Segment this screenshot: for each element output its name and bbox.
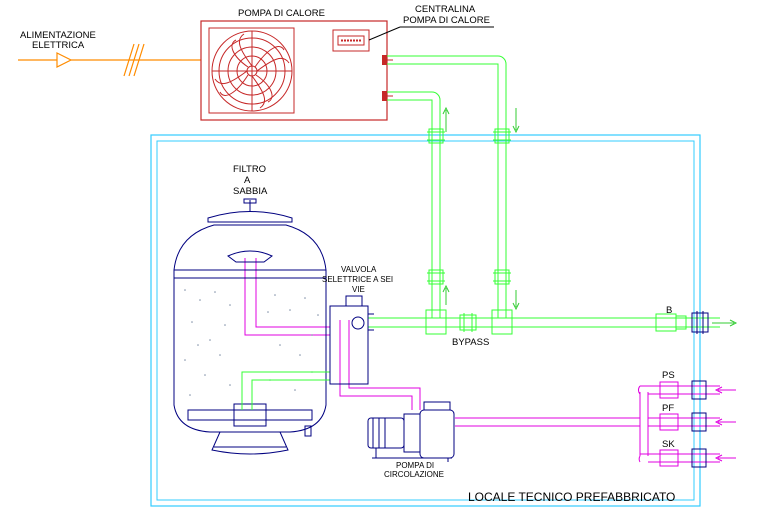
- valve-label-2: SELETTRICE A SEI: [322, 275, 393, 284]
- power-line: [18, 43, 201, 77]
- circulation-pump: [367, 401, 455, 462]
- room-label: LOCALE TECNICO PREFABBRICATO: [468, 490, 675, 504]
- sand-filter: [173, 198, 327, 455]
- bypass-label: BYPASS: [452, 337, 489, 348]
- controller-label-2: POMPA DI CALORE: [403, 15, 490, 26]
- filter-label-1: FILTRO: [233, 164, 266, 175]
- port-pf-label: PF: [662, 403, 674, 414]
- suction-pipes: [244, 258, 720, 468]
- valve-label-1: VALVOLA: [341, 265, 377, 274]
- power-supply-label-2: ELETTRICA: [32, 40, 85, 51]
- heat-pump-unit: [200, 20, 393, 121]
- port-b-label: B: [666, 305, 672, 316]
- port-sk-label: SK: [662, 439, 675, 450]
- filter-label-2: A: [244, 175, 251, 186]
- pump-label-2: CIRCOLAZIONE: [384, 470, 444, 479]
- controller-label-1: CENTRALINA: [415, 4, 476, 15]
- six-way-valve: [329, 295, 374, 385]
- pump-label-1: POMPA DI: [396, 461, 434, 470]
- heat-pump-label: POMPA DI CALORE: [238, 8, 325, 19]
- heat-pump-fan: [208, 27, 295, 114]
- filter-return-pipe: [241, 371, 330, 410]
- suction-flow-arrows: [714, 386, 736, 462]
- return-pipes: [368, 55, 720, 335]
- heat-pump-controller: [332, 26, 494, 52]
- valve-label-3: VIE: [352, 285, 365, 294]
- port-ps-label: PS: [662, 370, 675, 381]
- return-flow-arrows: [442, 106, 738, 327]
- filter-label-3: SABBIA: [233, 186, 268, 197]
- technical-room-outline: [150, 134, 701, 507]
- power-supply-label-1: ALIMENTAZIONE: [20, 30, 96, 41]
